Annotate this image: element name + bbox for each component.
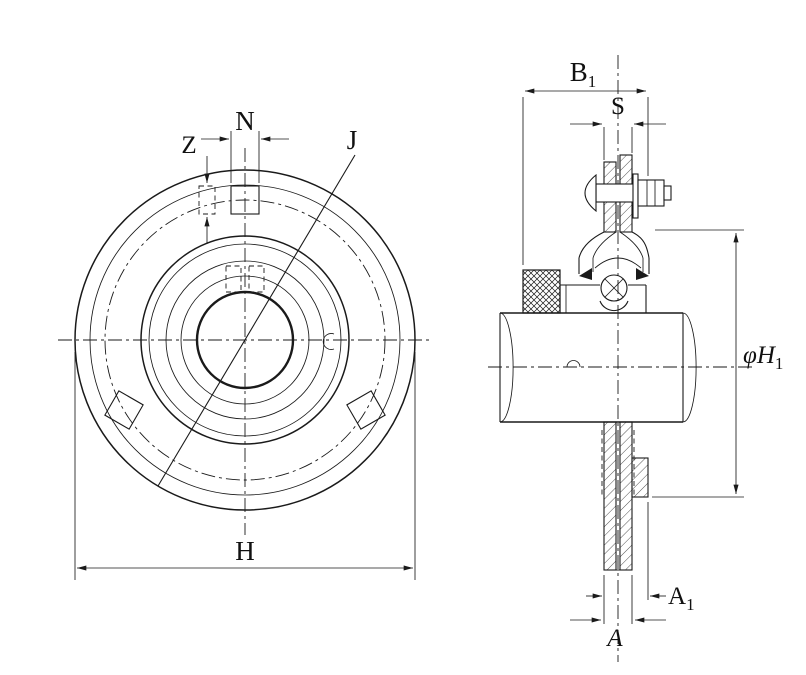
front-centerlines [58, 148, 432, 535]
dim-label-phi-h1: φH1 [743, 342, 783, 373]
bolt-hole-lower-left [104, 390, 144, 430]
shaft [499, 312, 697, 423]
dim-s: S [570, 93, 666, 160]
dim-a: A [570, 575, 666, 652]
front-view: N Z J H [58, 106, 432, 580]
flange-lip [631, 457, 649, 498]
dim-label-s: S [611, 93, 625, 120]
dim-phi-h1: φH1 [652, 229, 783, 498]
dim-n: N [201, 106, 289, 183]
bolt-head [584, 173, 597, 213]
dim-h: H [74, 352, 416, 580]
stud-end [663, 185, 672, 201]
dim-label-j: J [347, 125, 358, 155]
dim-label-h: H [235, 536, 255, 566]
dim-label-b1: B1 [570, 57, 597, 91]
dim-label-a1: A1 [668, 583, 695, 614]
bolt-holes [104, 185, 386, 430]
bolt-circle [104, 199, 386, 481]
dim-label-n: N [235, 106, 255, 136]
dim-a1: A1 [586, 502, 695, 614]
setscrew-hidden-holes [225, 265, 265, 293]
outer-raceway [594, 257, 642, 269]
clamp-bolt [584, 173, 672, 219]
bolt-hole-top [230, 185, 260, 215]
side-view: B1 S φH1 A1 [488, 55, 783, 662]
section-line-j [157, 154, 356, 487]
housing-plates-bottom [601, 421, 649, 571]
ball [600, 274, 628, 302]
hex-nut [637, 179, 665, 207]
flange-circles [74, 169, 416, 511]
dim-label-a: A [605, 625, 623, 652]
bore-notch [322, 333, 335, 350]
seal-left [579, 268, 592, 280]
dim-b1: B1 [522, 57, 649, 265]
dim-label-z: Z [181, 132, 196, 159]
dim-z: Z [181, 132, 216, 244]
bearing-insert [559, 231, 650, 313]
bolt-hole-lower-right [346, 390, 386, 430]
bolt-shank [595, 183, 639, 203]
lock-washer [632, 173, 639, 219]
inner-raceway [599, 300, 629, 312]
bore-circle [195, 290, 295, 390]
shaft-dimple [566, 360, 581, 368]
side-centerlines [488, 55, 756, 662]
seal-right [636, 268, 649, 280]
